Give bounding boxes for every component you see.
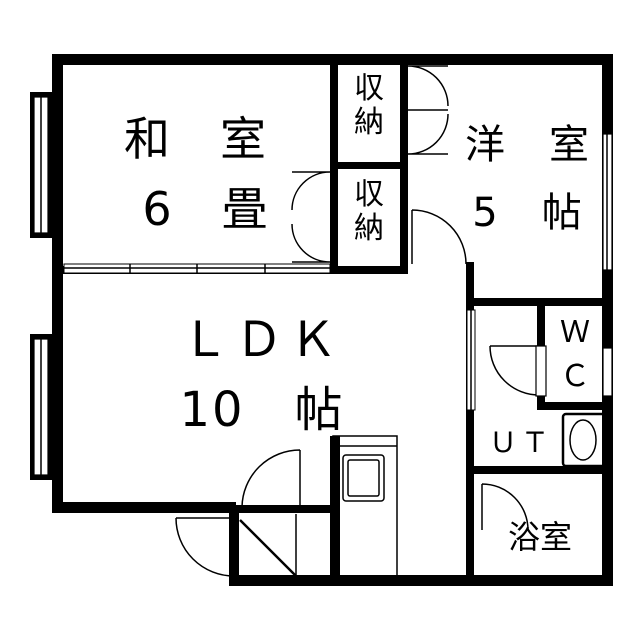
closet-lower-label: 収納 xyxy=(354,177,384,246)
youshitsu-name: 洋 室 xyxy=(465,122,591,168)
door-closet-lower xyxy=(291,171,331,263)
door-bath xyxy=(481,483,529,531)
door-wc xyxy=(489,345,547,397)
bath-label: 浴室 xyxy=(508,518,572,556)
window-ldk xyxy=(30,334,54,480)
ldk-size: 10 帖 xyxy=(179,382,344,438)
window-wc xyxy=(602,347,613,397)
door-youshitsu xyxy=(411,209,467,265)
window-youshitsu xyxy=(602,133,613,271)
door-entrance xyxy=(175,517,235,577)
entrance-step xyxy=(239,519,297,577)
window-washitsu xyxy=(30,92,54,238)
door-entrance-inner xyxy=(241,449,301,508)
washitsu-name: 和 室 xyxy=(124,112,268,166)
utility-label: ＵＴ xyxy=(489,426,553,459)
youshitsu-size: 5 帖 xyxy=(472,190,583,236)
wash-basin xyxy=(561,412,607,468)
ldk-name: ＬＤＫ xyxy=(181,312,343,368)
outer-walls xyxy=(52,54,613,586)
wc-label: ＷＣ xyxy=(560,315,590,394)
sliding-door-ut xyxy=(466,309,476,411)
closet-upper-label: 収納 xyxy=(354,71,384,140)
sliding-door-washitsu xyxy=(63,263,331,274)
kitchen-counter xyxy=(332,435,398,577)
washitsu-size: 6 畳 xyxy=(142,182,269,236)
door-closet-upper xyxy=(407,65,449,155)
